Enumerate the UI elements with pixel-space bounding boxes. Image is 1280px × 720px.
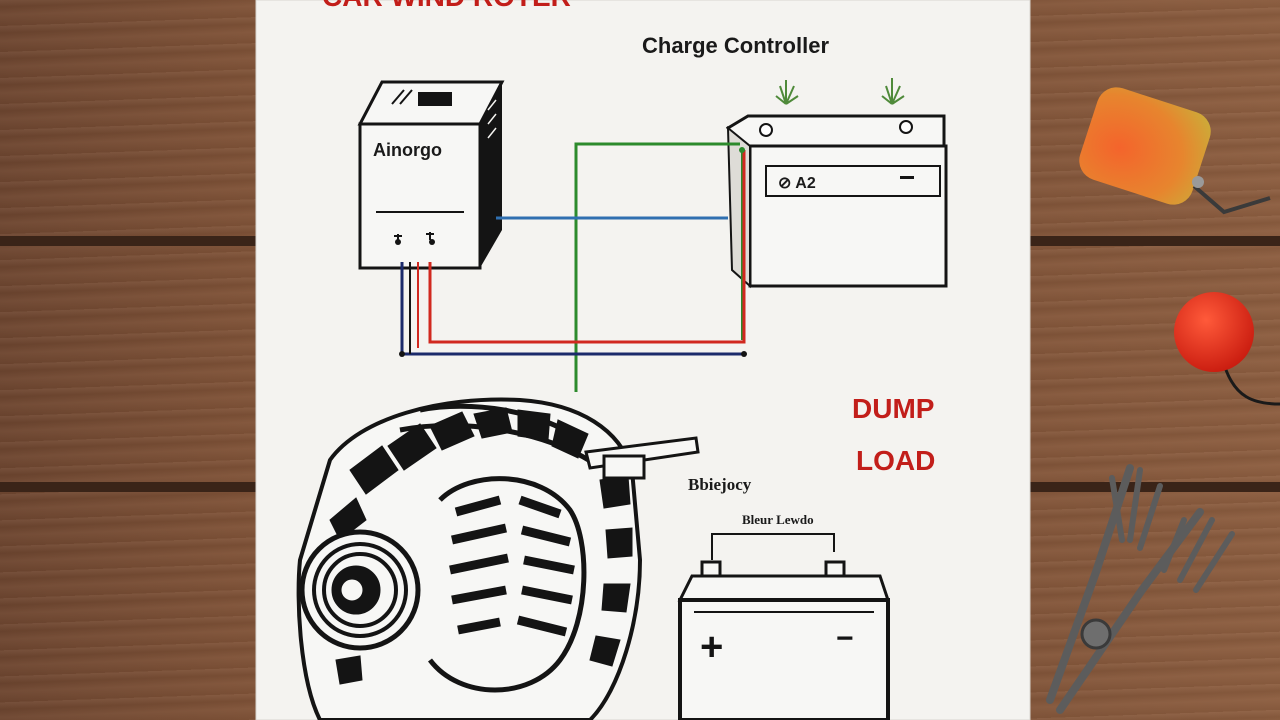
bottom-battery-sub: Bleur Lewdo: [742, 512, 814, 527]
plant-sprig-right: [881, 78, 905, 105]
dump-load-label-line2: LOAD: [856, 445, 935, 476]
pliers-prop: [1046, 464, 1235, 714]
wire-junction-3: [739, 147, 745, 153]
battery-label: ⊘ A2: [778, 175, 816, 192]
charge-controller-label: Charge Controller: [642, 33, 829, 58]
dump-load-label-line1: DUMP: [852, 393, 934, 424]
controller-box-label: Ainorgo: [373, 140, 442, 160]
controller-box: Ainorgo: [357, 80, 505, 270]
bottom-battery-heading: Bbiejocy: [688, 475, 752, 494]
poster-title: CAR WIND ROTER: [322, 0, 571, 12]
alternator-drawing: [296, 397, 700, 720]
wire-junction: [741, 351, 747, 357]
orange-tag-prop: [1079, 87, 1271, 215]
bottom-battery: + −: [677, 533, 891, 720]
plant-sprig-left: [775, 80, 799, 105]
red-knob-prop: [1174, 292, 1280, 406]
wire-red: [428, 150, 746, 344]
bottom-battery-minus: −: [836, 622, 854, 655]
wire-green: [574, 142, 740, 392]
bottom-battery-plus: +: [700, 625, 723, 669]
wire-junction-2: [399, 351, 405, 357]
storage-battery: ⊘ A2: [725, 114, 948, 289]
